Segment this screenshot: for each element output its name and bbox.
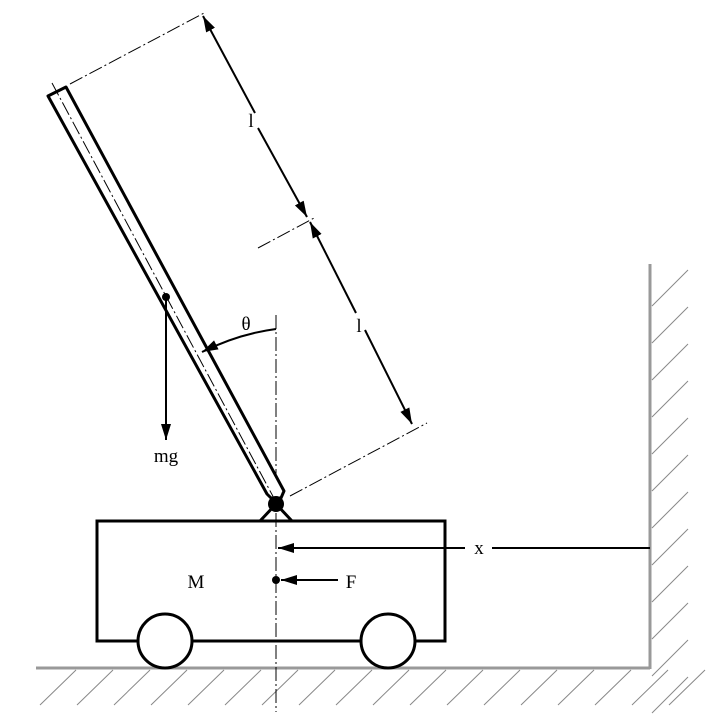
angle-label: θ bbox=[241, 314, 250, 335]
cart-body bbox=[95, 519, 447, 643]
hatch-line bbox=[187, 669, 225, 706]
hatch-line bbox=[409, 669, 447, 706]
force-point-dot bbox=[272, 576, 280, 584]
hatch-line bbox=[651, 528, 689, 566]
hatch-line bbox=[76, 669, 114, 706]
length-label-lower: l bbox=[356, 316, 361, 337]
hatch-line bbox=[557, 669, 595, 706]
hatch-line bbox=[446, 669, 484, 706]
dimension-arrow-upper-a bbox=[202, 15, 256, 114]
hatch-line bbox=[651, 639, 689, 677]
hatch-line bbox=[651, 602, 689, 640]
hatch-line bbox=[261, 669, 299, 706]
wall-hatching bbox=[651, 269, 689, 714]
hatch-line bbox=[372, 669, 410, 706]
angle-arc bbox=[201, 328, 277, 353]
extension-line-bottom bbox=[289, 422, 428, 497]
gravity-label: mg bbox=[154, 446, 179, 467]
ground-hatching bbox=[39, 669, 706, 706]
hatch-line bbox=[150, 669, 188, 706]
hatch-line bbox=[651, 269, 689, 307]
rod-centerline bbox=[51, 82, 277, 503]
dimension-arrow-lower-a bbox=[309, 221, 357, 314]
extension-line-middle bbox=[257, 216, 317, 249]
left-wheel bbox=[136, 612, 194, 670]
hatch-line bbox=[651, 491, 689, 529]
position-label: x bbox=[474, 538, 484, 559]
hatch-line bbox=[651, 380, 689, 418]
dimension-arrow-upper-b bbox=[257, 127, 308, 218]
hatch-line bbox=[483, 669, 521, 706]
hatch-line bbox=[298, 669, 336, 706]
length-label-upper: l bbox=[248, 111, 253, 132]
dimension-arrow-lower-b bbox=[364, 329, 413, 425]
cart-mass-label: M bbox=[188, 572, 205, 593]
hatch-line bbox=[594, 669, 632, 706]
right-wheel bbox=[359, 612, 417, 670]
hatch-line bbox=[335, 669, 373, 706]
force-label: F bbox=[346, 572, 357, 593]
hatch-line bbox=[651, 417, 689, 455]
hatch-line bbox=[631, 669, 669, 706]
hatch-line bbox=[651, 306, 689, 344]
hatch-line bbox=[39, 669, 77, 706]
hatch-line bbox=[651, 343, 689, 381]
hatch-line bbox=[651, 676, 689, 714]
hatch-line bbox=[651, 565, 689, 603]
extension-line-top bbox=[69, 11, 207, 85]
hatch-line bbox=[668, 669, 706, 706]
pivot-joint bbox=[268, 496, 284, 512]
hatch-line bbox=[224, 669, 262, 706]
hatch-line bbox=[520, 669, 558, 706]
hatch-line bbox=[651, 454, 689, 492]
hatch-line bbox=[113, 669, 151, 706]
